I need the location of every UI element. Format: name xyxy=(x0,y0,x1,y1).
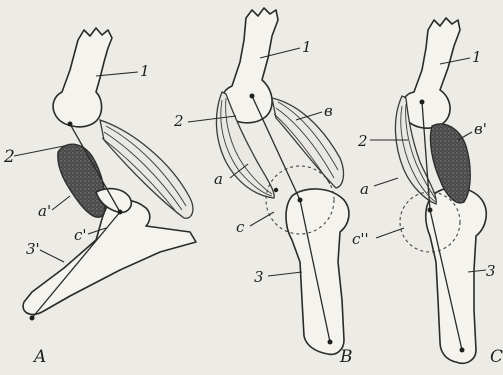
femur-c xyxy=(402,18,460,128)
leader-3-b xyxy=(268,272,302,276)
leader-1-a xyxy=(96,72,138,76)
muscle-b-b xyxy=(272,98,343,188)
label-center-b: c xyxy=(236,218,245,236)
knee-point-b xyxy=(298,198,303,203)
panel-c: 1 2 в' a c'' 3 C xyxy=(352,18,503,367)
panel-a: 1 2 a' c' 3' A xyxy=(3,28,196,367)
label-muscle-b-c: в' xyxy=(474,120,487,138)
leader-aprime-a xyxy=(52,196,70,210)
label-tibia-b: 3 xyxy=(254,268,264,286)
leader-c-c xyxy=(376,228,404,238)
label-muscle-line-c: a xyxy=(360,180,369,198)
muscle-point-b xyxy=(274,188,278,192)
tibia-b xyxy=(286,189,349,354)
caption-c: C xyxy=(490,347,503,367)
foot-point-a xyxy=(30,316,35,321)
label-muscle-line-b: a xyxy=(214,170,223,188)
label-muscle-b-b: в xyxy=(324,102,333,120)
label-center-c: c'' xyxy=(352,230,369,248)
femur-point-b xyxy=(250,94,255,99)
label-dark-muscle-a: a' xyxy=(38,202,51,220)
label-muscle-a-c: 2 xyxy=(357,132,368,150)
label-femur-b: 1 xyxy=(302,38,312,56)
femur-a xyxy=(53,28,112,127)
label-femur-a: 1 xyxy=(140,62,150,80)
label-tibia-c: 3 xyxy=(486,262,496,280)
knee-point-c xyxy=(428,208,433,213)
femur-point-c xyxy=(420,100,425,105)
label-tibia-a: 3' xyxy=(26,240,40,258)
panel-b: 1 2 в a c 3 B xyxy=(173,8,353,367)
foot-point-c xyxy=(460,348,465,353)
leader-2-a xyxy=(14,146,64,156)
foot-point-b xyxy=(328,340,333,345)
leader-c-b xyxy=(250,212,274,226)
femur-point-a xyxy=(68,122,73,127)
label-muscle-a-a: 2 xyxy=(3,147,15,167)
muscle-a-prime xyxy=(58,144,105,217)
tibia-c xyxy=(426,187,487,363)
caption-b: B xyxy=(339,347,353,367)
caption-a: A xyxy=(32,347,46,367)
label-muscle-a-b: 2 xyxy=(173,112,184,130)
leader-3-a xyxy=(40,250,64,262)
leader-a-c xyxy=(374,178,398,186)
label-center-a: c' xyxy=(74,226,87,244)
knee-point-a xyxy=(118,210,123,215)
label-femur-c: 1 xyxy=(472,48,482,66)
